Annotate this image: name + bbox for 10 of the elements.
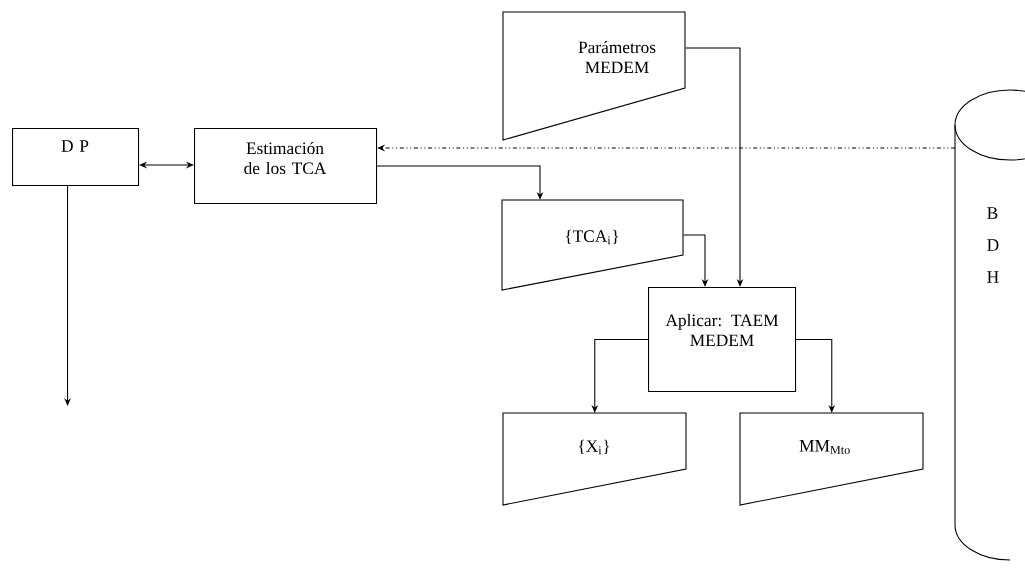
arrow [795,339,836,413]
arrow [376,165,544,200]
arrow [685,47,744,287]
database-cylinder: B D H [954,89,1025,561]
arrow [139,161,194,169]
process-box: Aplicar: TAEM MEDEM [648,287,797,393]
process-box: Estimación de los TCA [194,128,378,205]
arrow [683,234,709,287]
process-box: D P [12,128,140,187]
node-label: B D H [987,207,999,283]
